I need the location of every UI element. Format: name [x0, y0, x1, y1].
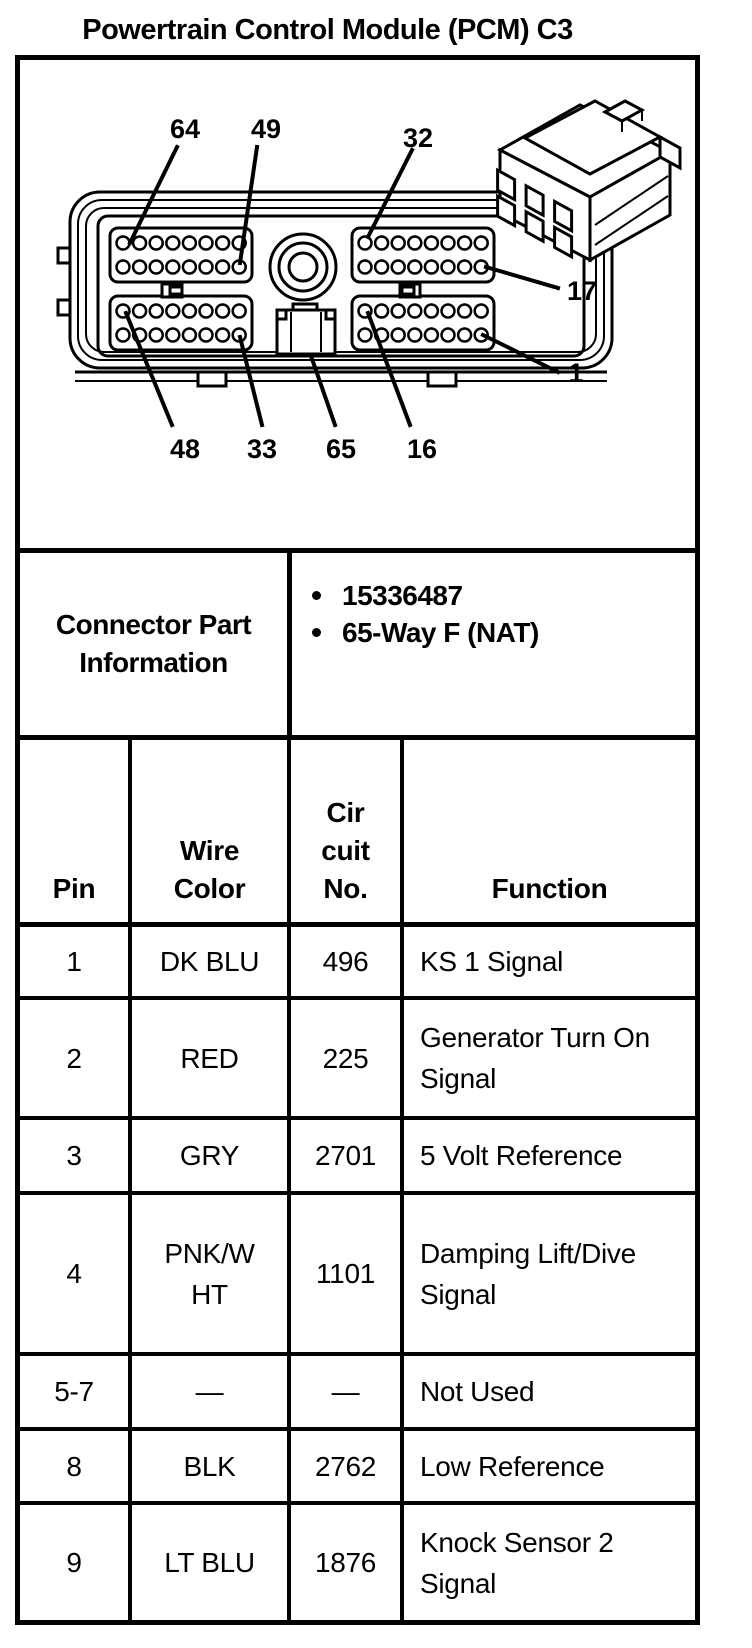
pin-65-pedestal	[275, 302, 337, 356]
pin-label-64: 64	[170, 114, 200, 144]
pinout-table: Pin Wire Color Cir cuit No. Function 1 D…	[20, 735, 695, 1620]
connector-face-diagram: 64 49 32 17 1 48 33 65 16	[56, 99, 682, 464]
cell-wire: DK BLU	[128, 922, 287, 996]
connector-part-info-label: Connector Part Information	[20, 553, 292, 735]
pin-label-49: 49	[251, 114, 281, 144]
cell-pin: 2	[20, 996, 128, 1116]
bullet-icon	[312, 591, 321, 600]
pin-label-65: 65	[326, 434, 356, 464]
keying-tabs	[160, 282, 422, 299]
cell-wire: LT BLU	[128, 1501, 287, 1620]
cell-function: KS 1 Signal	[400, 922, 695, 996]
pin-label-48: 48	[170, 434, 200, 464]
cell-circuit: 2762	[287, 1427, 400, 1501]
cell-circuit: 496	[287, 922, 400, 996]
cell-function: Generator Turn On Signal	[400, 996, 695, 1116]
pin-block-bottom-right	[350, 294, 496, 352]
header-pin: Pin	[52, 873, 96, 904]
center-bolt-hole	[268, 232, 338, 302]
cell-circuit: 1876	[287, 1501, 400, 1620]
list-item: 65-Way F (NAT)	[312, 614, 695, 651]
cell-pin: 9	[20, 1501, 128, 1620]
pin-block-top-right	[350, 226, 496, 284]
bullet-icon	[312, 628, 321, 637]
header-circuit-no: Cir cuit No.	[287, 740, 400, 922]
connector-part-info-section: Connector Part Information 15336487 65-W…	[20, 548, 695, 735]
cell-wire: RED	[128, 996, 287, 1116]
cell-pin: 8	[20, 1427, 128, 1501]
connector-3d-view	[496, 99, 682, 263]
cell-circuit: 2701	[287, 1116, 400, 1191]
connector-part-info-list: 15336487 65-Way F (NAT)	[292, 553, 695, 735]
connector-document: 64 49 32 17 1 48 33 65 16 Connector Part…	[15, 55, 700, 1625]
list-item: 15336487	[312, 577, 695, 614]
cell-pin: 3	[20, 1116, 128, 1191]
pin-block-top-left	[108, 226, 254, 284]
cell-circuit: —	[287, 1352, 400, 1427]
page-title: Powertrain Control Module (PCM) C3	[82, 14, 573, 46]
cell-function: Not Used	[400, 1352, 695, 1427]
pin-label-33: 33	[247, 434, 277, 464]
pin-label-1: 1	[568, 358, 583, 388]
cell-circuit: 225	[287, 996, 400, 1116]
header-wire-color: Wire Color	[128, 740, 287, 922]
pin-label-32: 32	[403, 123, 433, 153]
cell-pin: 5-7	[20, 1352, 128, 1427]
cell-pin: 4	[20, 1191, 128, 1352]
connector-type: 65-Way F (NAT)	[342, 616, 539, 648]
cell-wire: BLK	[128, 1427, 287, 1501]
cell-wire: —	[128, 1352, 287, 1427]
leader-lines	[123, 144, 561, 428]
cell-function: Knock Sensor 2 Signal	[400, 1501, 695, 1620]
connector-shell	[56, 190, 614, 388]
cell-wire: GRY	[128, 1116, 287, 1191]
cell-wire: PNK/W HT	[128, 1191, 287, 1352]
cell-pin: 1	[20, 922, 128, 996]
cell-circuit: 1101	[287, 1191, 400, 1352]
cell-function: Damping Lift/Dive Signal	[400, 1191, 695, 1352]
part-number: 15336487	[342, 579, 463, 611]
connector-diagram-section: 64 49 32 17 1 48 33 65 16	[20, 60, 695, 548]
cell-function: Low Reference	[400, 1427, 695, 1501]
pin-label-17: 17	[567, 276, 597, 306]
header-function: Function	[400, 740, 695, 922]
pin-label-16: 16	[407, 434, 437, 464]
cell-function: 5 Volt Reference	[400, 1116, 695, 1191]
